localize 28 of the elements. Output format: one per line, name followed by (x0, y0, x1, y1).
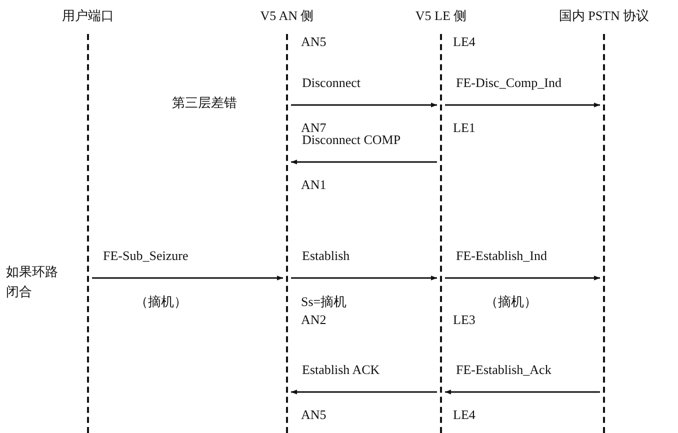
state-label: LE3 (453, 312, 476, 328)
message-arrow (445, 102, 600, 108)
message-arrow (92, 276, 283, 280)
lifeline-heading: V5 AN 侧 (260, 7, 314, 25)
state-label: AN5 (301, 407, 326, 423)
lifeline-heading: V5 LE 侧 (415, 7, 467, 25)
message-label: FE-Establish_Ind (455, 248, 548, 264)
state-label: LE1 (453, 120, 476, 136)
note-text: 第三层差错 (172, 95, 237, 111)
message-label: FE-Disc_Comp_Ind (455, 75, 562, 91)
message-arrow (445, 390, 600, 394)
message-arrow (291, 102, 437, 108)
message-arrow (291, 390, 437, 394)
message-label: FE-Establish_Ack (455, 362, 552, 378)
note-text: 如果环路闭合 (6, 263, 58, 301)
state-label: AN5 (301, 34, 326, 50)
state-label: AN1 (301, 177, 326, 193)
message-arrow (291, 160, 437, 164)
lifeline-heading: 国内 PSTN 协议 (558, 7, 650, 25)
state-label: AN2 (301, 312, 326, 328)
note-text: （摘机） (485, 294, 537, 310)
message-arrow (445, 276, 600, 280)
note-text: （摘机） (135, 294, 187, 310)
message-label: FE-Sub_Seizure (102, 248, 190, 264)
state-label: LE4 (453, 407, 476, 423)
lifeline-heading: 用户端口 (62, 7, 114, 25)
note-text: Ss=摘机 (301, 294, 347, 310)
state-label: LE4 (453, 34, 476, 50)
